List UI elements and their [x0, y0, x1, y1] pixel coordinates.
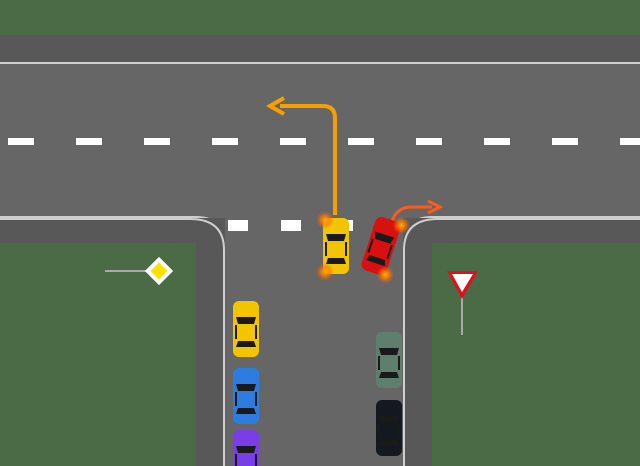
indicator-light — [392, 216, 411, 235]
purple-car-queue — [233, 430, 259, 466]
yield-sign-icon — [447, 271, 478, 335]
indicator-light — [316, 263, 334, 281]
blue-car-queue — [233, 368, 259, 424]
indicator-light — [376, 265, 395, 284]
left-turn-arrow-icon — [280, 104, 337, 215]
yellow-car-turning-left — [316, 211, 349, 281]
right-turn-arrow-icon — [390, 205, 432, 223]
center-dashed-line — [8, 138, 640, 145]
grey-green-car — [376, 332, 402, 388]
indicator-light — [316, 211, 334, 229]
main-road — [0, 63, 640, 218]
yellow-car-queue — [233, 301, 259, 357]
red-car-turning-right — [359, 215, 411, 284]
black-car — [376, 400, 402, 456]
